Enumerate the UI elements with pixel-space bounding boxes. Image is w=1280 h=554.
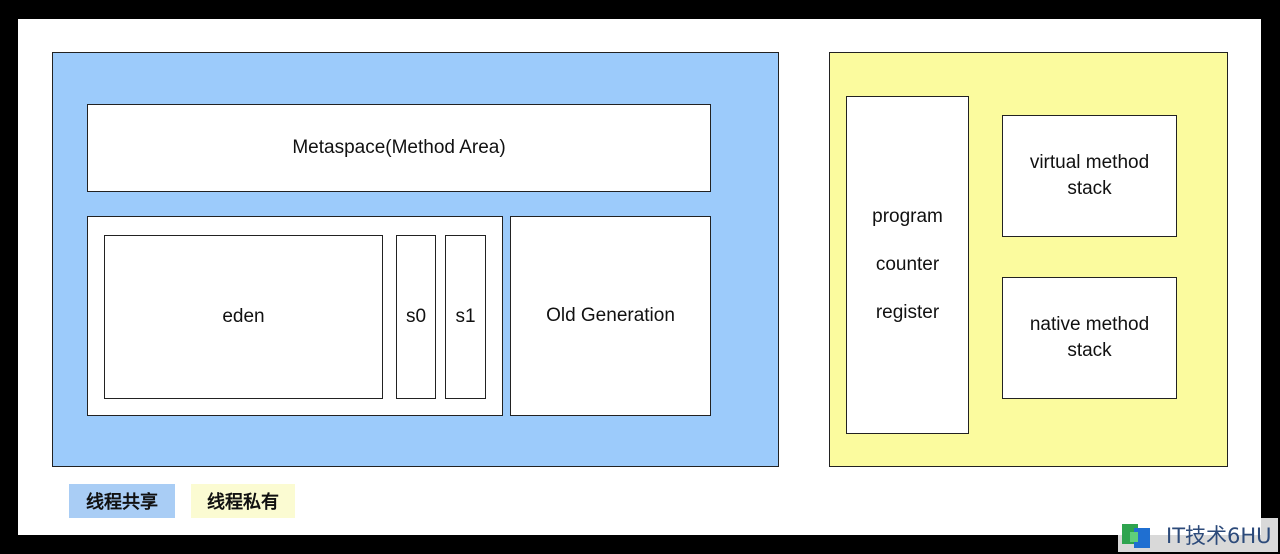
virtual-method-stack-line-2: stack — [1067, 178, 1112, 199]
watermark: IT技术6HU — [1118, 518, 1278, 552]
metaspace-label: Metaspace(Method Area) — [292, 137, 506, 158]
native-method-stack-line-2: stack — [1067, 340, 1112, 361]
legend-thread-shared: 线程共享 — [69, 484, 175, 518]
program-counter-register-box: program counter register — [846, 96, 969, 434]
s0-label: s0 — [405, 306, 427, 327]
thread-private-region: program counter register virtual method … — [829, 52, 1228, 467]
old-generation-label: Old Generation — [546, 305, 675, 326]
old-generation-box: Old Generation — [510, 216, 711, 416]
young-generation-box: eden s0 s1 — [87, 216, 503, 416]
native-method-stack-line-1: native method — [1029, 314, 1150, 335]
watermark-text: IT技术6HU — [1166, 524, 1272, 548]
virtual-method-stack-line-1: virtual method — [1029, 152, 1150, 173]
virtual-method-stack-box: virtual method stack — [1002, 115, 1177, 237]
s0-box: s0 — [396, 235, 436, 399]
watermark-logo-icon — [1122, 524, 1150, 548]
s1-box: s1 — [445, 235, 486, 399]
legend-thread-private-label: 线程私有 — [207, 492, 279, 513]
diagram-canvas: Metaspace(Method Area) eden s0 s1 Old Ge… — [18, 19, 1261, 535]
native-method-stack-box: native method stack — [1002, 277, 1177, 399]
program-counter-line-1: program — [872, 206, 943, 227]
eden-box: eden — [104, 235, 383, 399]
legend-thread-private: 线程私有 — [191, 484, 295, 518]
metaspace-box: Metaspace(Method Area) — [87, 104, 711, 192]
legend-thread-shared-label: 线程共享 — [86, 492, 158, 513]
eden-label: eden — [222, 306, 265, 327]
program-counter-line-2: counter — [875, 254, 940, 275]
thread-shared-region: Metaspace(Method Area) eden s0 s1 Old Ge… — [52, 52, 779, 467]
program-counter-line-3: register — [875, 302, 940, 323]
s1-label: s1 — [455, 306, 476, 327]
